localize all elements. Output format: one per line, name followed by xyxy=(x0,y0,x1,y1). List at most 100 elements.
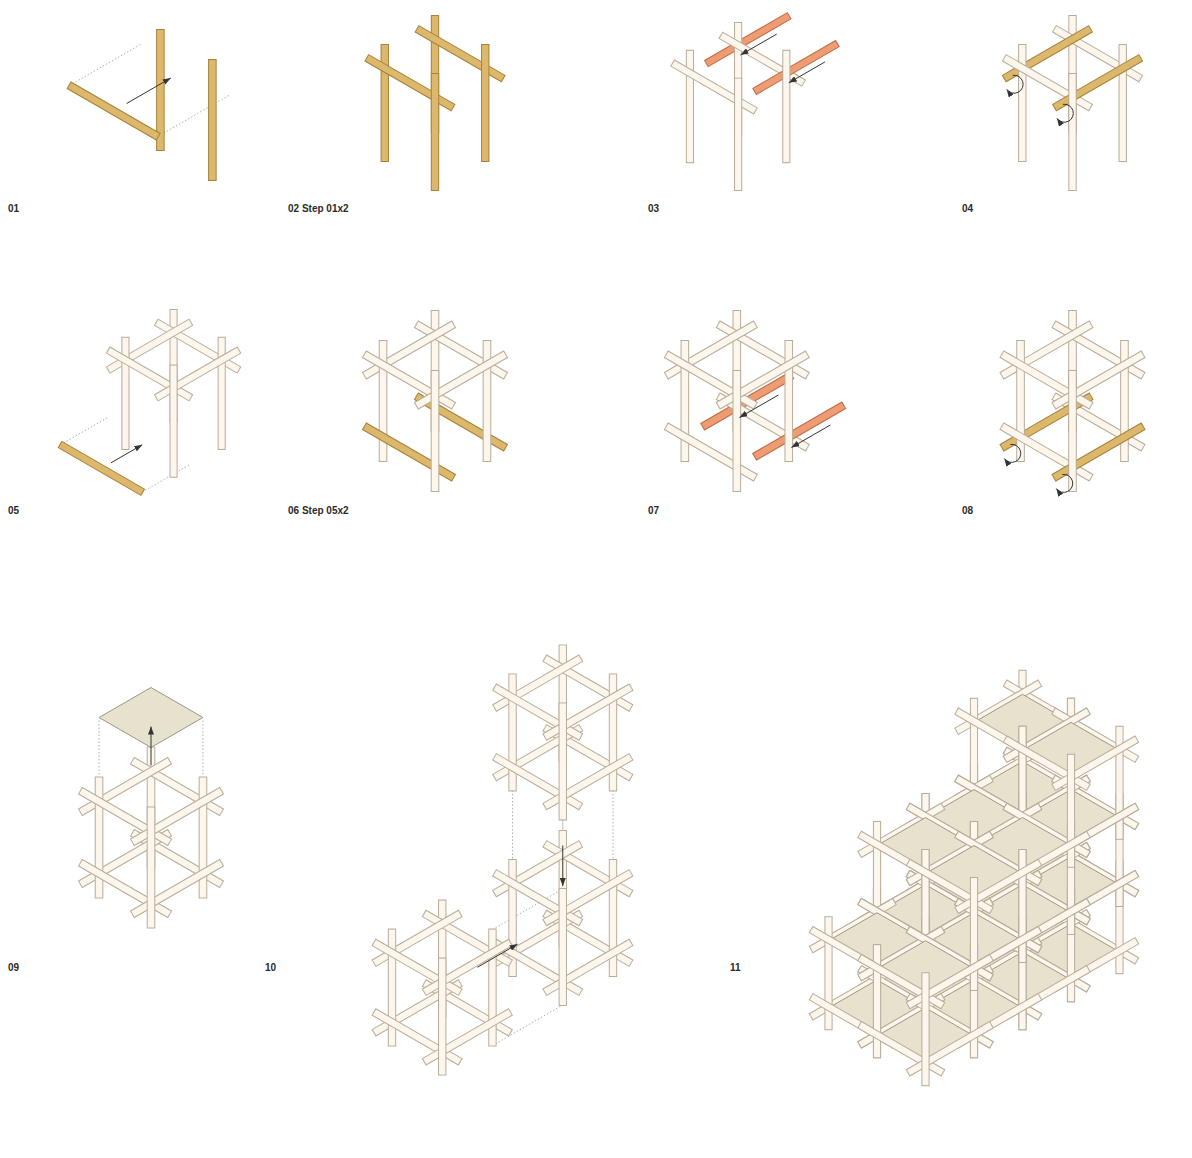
timber-outline xyxy=(1053,324,1143,376)
timber-member xyxy=(495,844,580,893)
timber-outline xyxy=(908,862,992,911)
timber-outline xyxy=(1054,29,1141,79)
timber-member xyxy=(171,366,177,477)
timber-outline xyxy=(494,658,581,708)
timber-outline xyxy=(544,913,631,963)
timber-outline xyxy=(108,322,192,370)
timber-outline xyxy=(908,957,992,1006)
timber-member xyxy=(1002,427,1090,478)
timber-outline xyxy=(1001,426,1091,478)
timber-member xyxy=(1006,739,1088,787)
move-arrow xyxy=(477,944,517,967)
timber-member xyxy=(81,791,169,842)
timber-outline xyxy=(374,983,461,1033)
timber-member xyxy=(719,325,807,376)
timber-member xyxy=(482,45,488,161)
timber-outline xyxy=(80,761,170,813)
timber-member xyxy=(495,687,580,736)
timber-outline xyxy=(366,58,453,108)
timber-outline xyxy=(544,728,631,778)
timber-outline xyxy=(416,396,506,448)
timber-outline xyxy=(108,350,192,398)
timber-member xyxy=(1054,397,1142,448)
timber-member xyxy=(545,844,630,893)
timber-outline xyxy=(859,1025,943,1074)
step-label: 10 xyxy=(265,962,276,974)
timber-member xyxy=(374,914,459,963)
timber-member xyxy=(157,323,239,370)
rotate-arrow xyxy=(1007,75,1023,93)
timber-member xyxy=(1005,29,1090,78)
step-label: 04 xyxy=(962,203,973,215)
timber-outline xyxy=(132,791,222,843)
timber-member xyxy=(1055,29,1140,78)
timber-outline xyxy=(416,324,506,376)
move-arrow xyxy=(739,395,778,418)
timber-member xyxy=(1002,355,1090,406)
timber-member xyxy=(365,427,453,478)
timber-outline xyxy=(1001,324,1091,376)
timber-member xyxy=(909,958,991,1006)
timber-outline xyxy=(908,1025,992,1074)
timber-member xyxy=(1054,427,1142,478)
timber-member xyxy=(425,983,510,1032)
timber-outline xyxy=(956,862,1040,911)
timber-member xyxy=(81,761,169,812)
timber-outline xyxy=(1004,58,1091,108)
timber-outline xyxy=(364,426,454,478)
timber-outline xyxy=(438,958,446,1076)
guide-line xyxy=(562,819,563,889)
timber-outline xyxy=(431,370,440,492)
timber-member xyxy=(860,958,942,1006)
timber-member xyxy=(545,757,630,806)
timber-member xyxy=(374,943,459,992)
guide-line xyxy=(613,790,614,860)
timber-member xyxy=(133,761,221,812)
timber-member xyxy=(667,325,755,376)
timber-member xyxy=(425,943,510,992)
timber-outline xyxy=(544,942,631,992)
timber-outline xyxy=(156,350,240,398)
timber-member xyxy=(495,757,580,806)
timber-outline xyxy=(80,833,170,885)
timber-member xyxy=(1002,397,1090,448)
timber-member xyxy=(495,658,580,707)
timber-member xyxy=(922,973,928,1085)
guide-line xyxy=(69,44,142,86)
timber-outline xyxy=(416,354,506,406)
guide-line xyxy=(60,417,108,445)
step-figure xyxy=(666,310,844,492)
timber-outline xyxy=(364,354,454,406)
timber-outline xyxy=(754,405,844,457)
timber-member xyxy=(1054,739,1136,787)
timber-outline xyxy=(718,354,808,406)
timber-member xyxy=(1002,325,1090,376)
move-arrow xyxy=(741,34,777,55)
step-figure xyxy=(80,688,222,929)
timber-member xyxy=(133,863,221,914)
timber-outline xyxy=(754,43,838,91)
timber-outline xyxy=(734,78,742,191)
step-figure xyxy=(364,310,506,492)
timber-member xyxy=(1054,325,1142,376)
timber-outline xyxy=(80,863,170,915)
timber-member xyxy=(667,355,755,406)
timber-member xyxy=(432,371,439,491)
timber-member xyxy=(545,687,630,736)
timber-outline xyxy=(1054,58,1141,108)
step-label: 11 xyxy=(730,962,741,974)
timber-member xyxy=(1069,74,1075,190)
timber-member xyxy=(133,791,221,842)
timber-member xyxy=(432,74,438,190)
timber-outline xyxy=(859,957,943,1006)
timber-outline xyxy=(147,807,156,929)
move-arrow xyxy=(562,846,563,887)
timber-outline xyxy=(782,50,790,163)
timber-outline xyxy=(494,873,581,923)
step-figure xyxy=(1004,15,1141,191)
timber-outline xyxy=(80,791,170,843)
timber-member xyxy=(365,355,453,406)
move-arrow xyxy=(111,445,142,463)
timber-member xyxy=(109,350,191,397)
timber-member xyxy=(209,60,216,180)
